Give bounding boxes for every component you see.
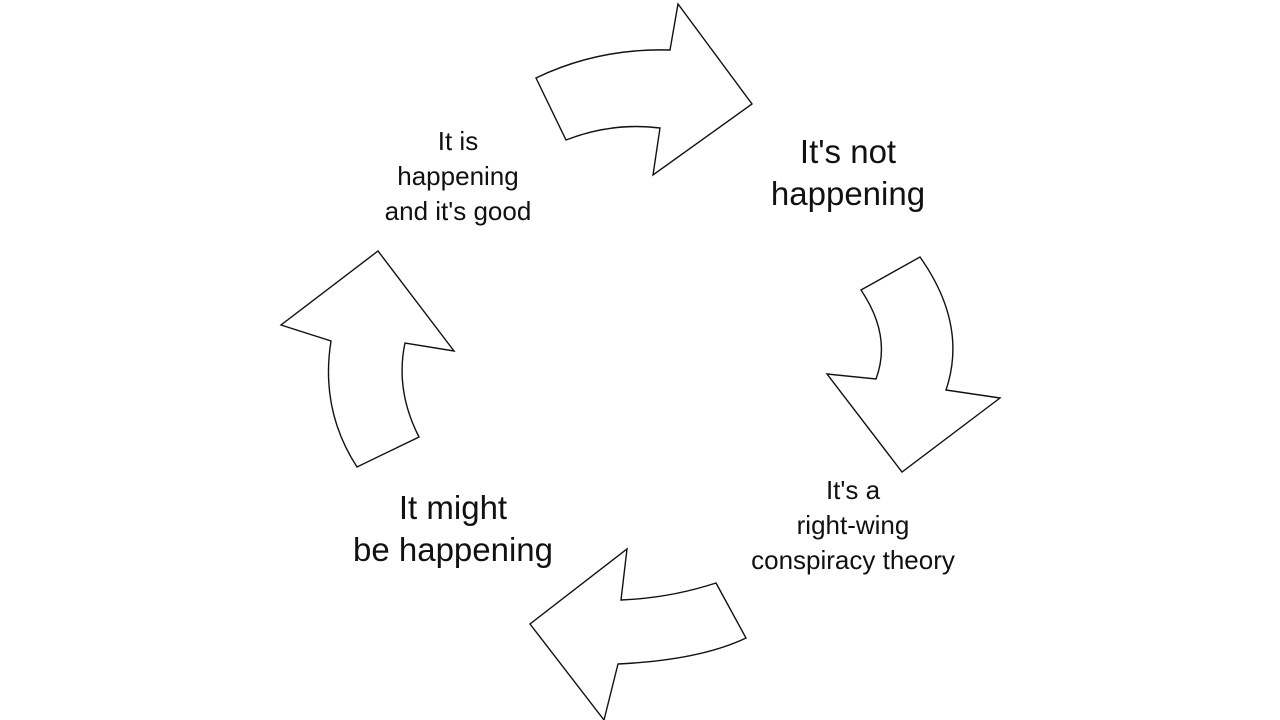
stage-label-line: It's not — [799, 133, 897, 170]
stage-label-line: right-wing — [796, 510, 910, 540]
stage-label-line: It is — [437, 126, 479, 156]
arrow-top-icon — [535, 2, 753, 177]
stage-label-line: happening — [770, 175, 926, 212]
arrow-bottom-icon — [529, 547, 747, 720]
stage-label-line: It might — [398, 489, 508, 526]
arrow-left-icon — [279, 250, 456, 468]
stage-label-line: be happening — [352, 531, 554, 568]
stage-label-line: conspiracy theory — [751, 545, 955, 575]
stage-label-might-be-happening: It might be happening — [318, 487, 588, 571]
stage-label-not-happening: It's not happening — [728, 131, 968, 215]
stage-label-happening-and-good: It is happening and it's good — [358, 124, 558, 229]
stage-label-line: happening — [397, 161, 519, 191]
stage-label-conspiracy-theory: It's a right-wing conspiracy theory — [708, 473, 998, 578]
stage-label-line: It's a — [825, 475, 881, 505]
arrow-right-icon — [825, 256, 1002, 473]
stage-label-line: and it's good — [384, 196, 532, 226]
